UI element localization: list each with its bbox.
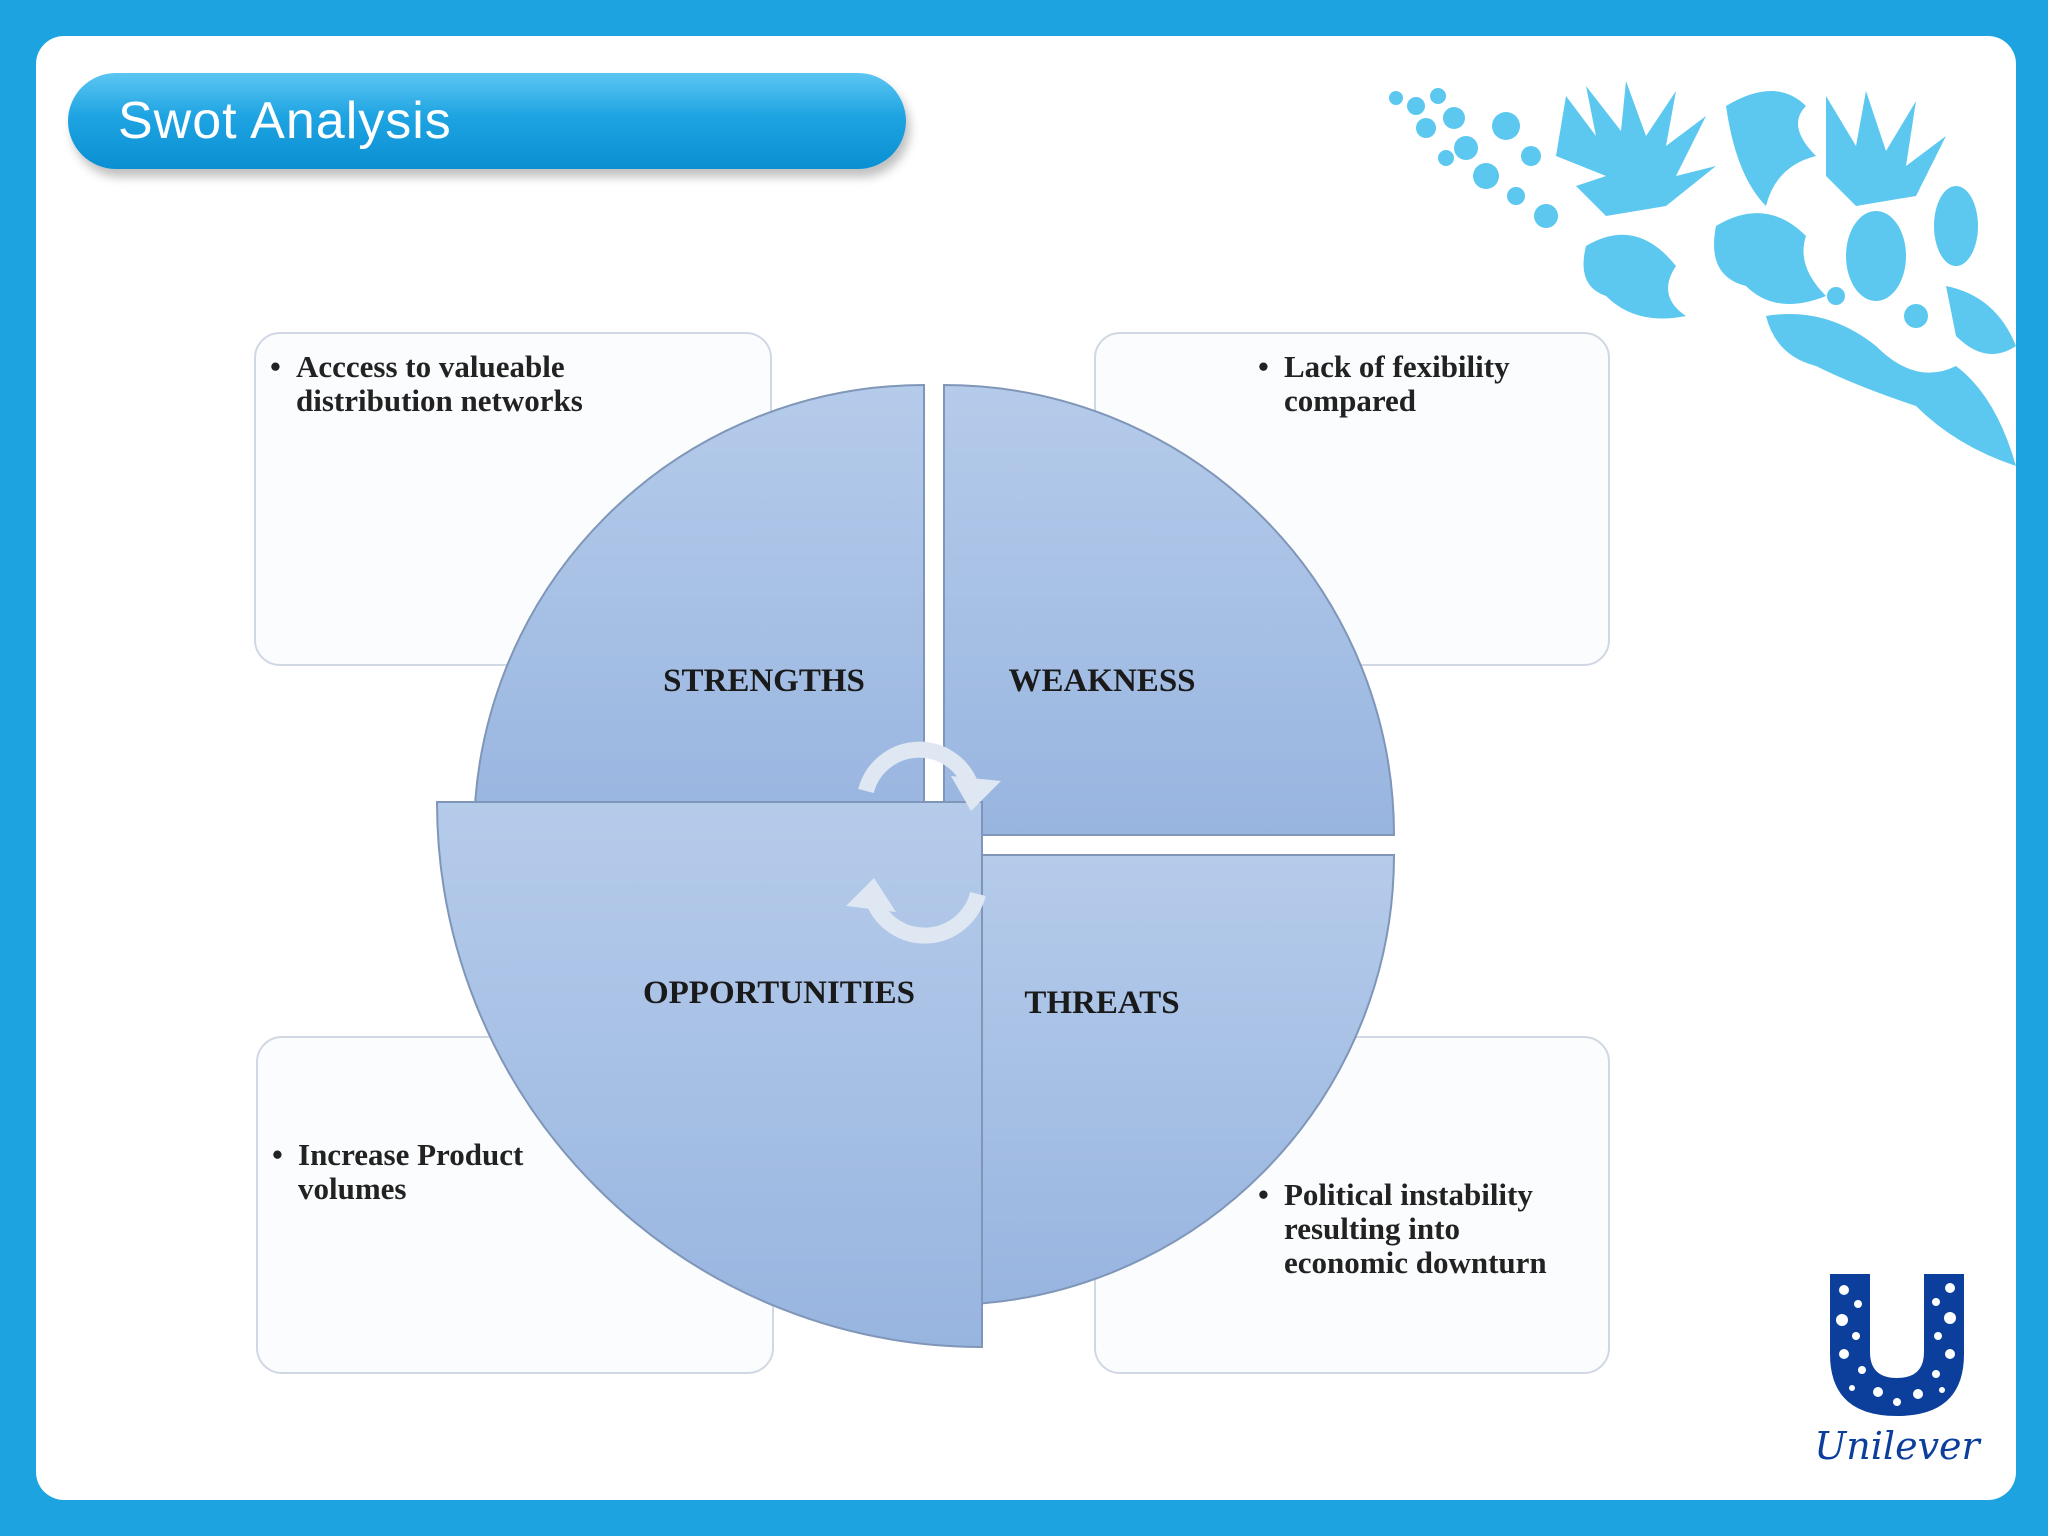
weakness-bullet: Lack of fexibility compared — [1258, 350, 1518, 418]
unilever-logo-text: Unilever — [1814, 1424, 1980, 1468]
slide: Swot Analysis Acccess to valueable distr… — [36, 36, 2016, 1500]
swot-diagram: STRENGTHS WEAKNESS OPPORTUNITIES THREATS — [435, 383, 1396, 1349]
cycle-arrows-icon — [846, 741, 1001, 944]
threats-quadrant — [943, 854, 1396, 1307]
threats-label: THREATS — [1024, 985, 1179, 1021]
opportunities-bullet: Increase Product volumes — [272, 1138, 552, 1206]
strengths-label: STRENGTHS — [663, 663, 865, 699]
opportunities-quadrant — [435, 801, 983, 1349]
threats-bullet: Political instability resulting into eco… — [1258, 1178, 1578, 1280]
page-title: Swot Analysis — [118, 92, 452, 150]
title-banner: Swot Analysis — [68, 73, 906, 169]
weakness-quadrant — [943, 383, 1396, 836]
strengths-bullet: Acccess to valueable distribution networ… — [270, 350, 600, 418]
unilever-u-icon — [1830, 1274, 1964, 1416]
floral-pattern-icon — [1389, 81, 2016, 466]
opportunities-label: OPPORTUNITIES — [643, 975, 915, 1011]
weakness-label: WEAKNESS — [1008, 663, 1195, 699]
strengths-quadrant — [472, 383, 925, 836]
